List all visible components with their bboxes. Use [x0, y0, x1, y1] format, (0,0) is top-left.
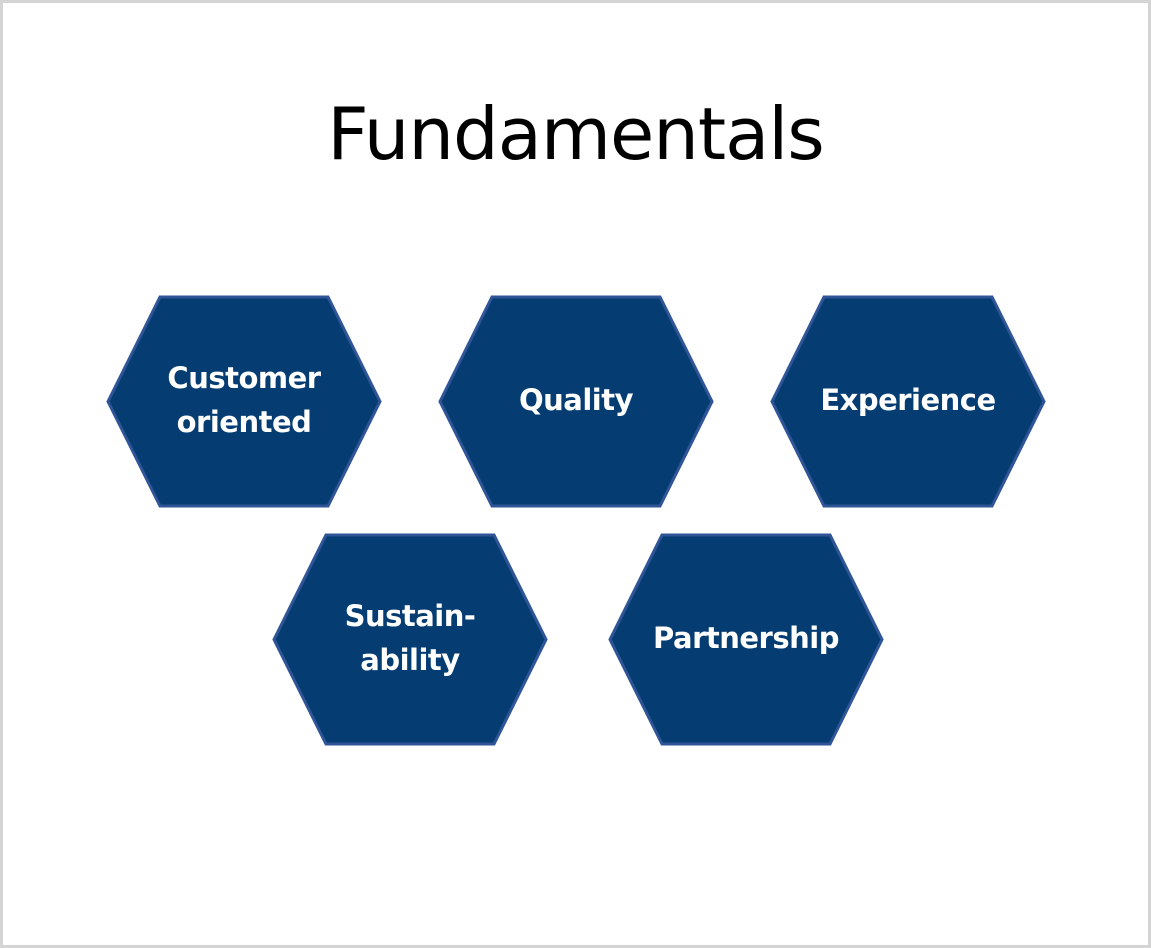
hexagon-label: Customer oriented: [124, 356, 364, 444]
hexagon-label-line: ability: [360, 642, 460, 677]
hexagon-label: Sustain-ability: [290, 594, 530, 682]
hexagon-label-line: Quality: [518, 382, 634, 417]
hexagon-label: Experience: [788, 378, 1028, 422]
hexagon-label-line: Partnership: [653, 620, 839, 655]
hexagon-label-line: oriented: [176, 404, 312, 439]
hexagon-shape: [438, 295, 714, 508]
hexagon-shape: [106, 295, 382, 508]
hexagon-label-line: Experience: [820, 382, 996, 417]
hexagon-label-line: Customer: [167, 360, 321, 395]
hexagon-label: Partnership: [626, 616, 866, 660]
hexagon-shape: [272, 533, 548, 746]
hexagon-label-line: Sustain-: [344, 598, 476, 633]
slide-title: Fundamentals: [327, 92, 825, 176]
hexagon-label: Quality: [456, 378, 696, 422]
hexagon-shape: [770, 295, 1046, 508]
hexagon-shape: [608, 533, 884, 746]
